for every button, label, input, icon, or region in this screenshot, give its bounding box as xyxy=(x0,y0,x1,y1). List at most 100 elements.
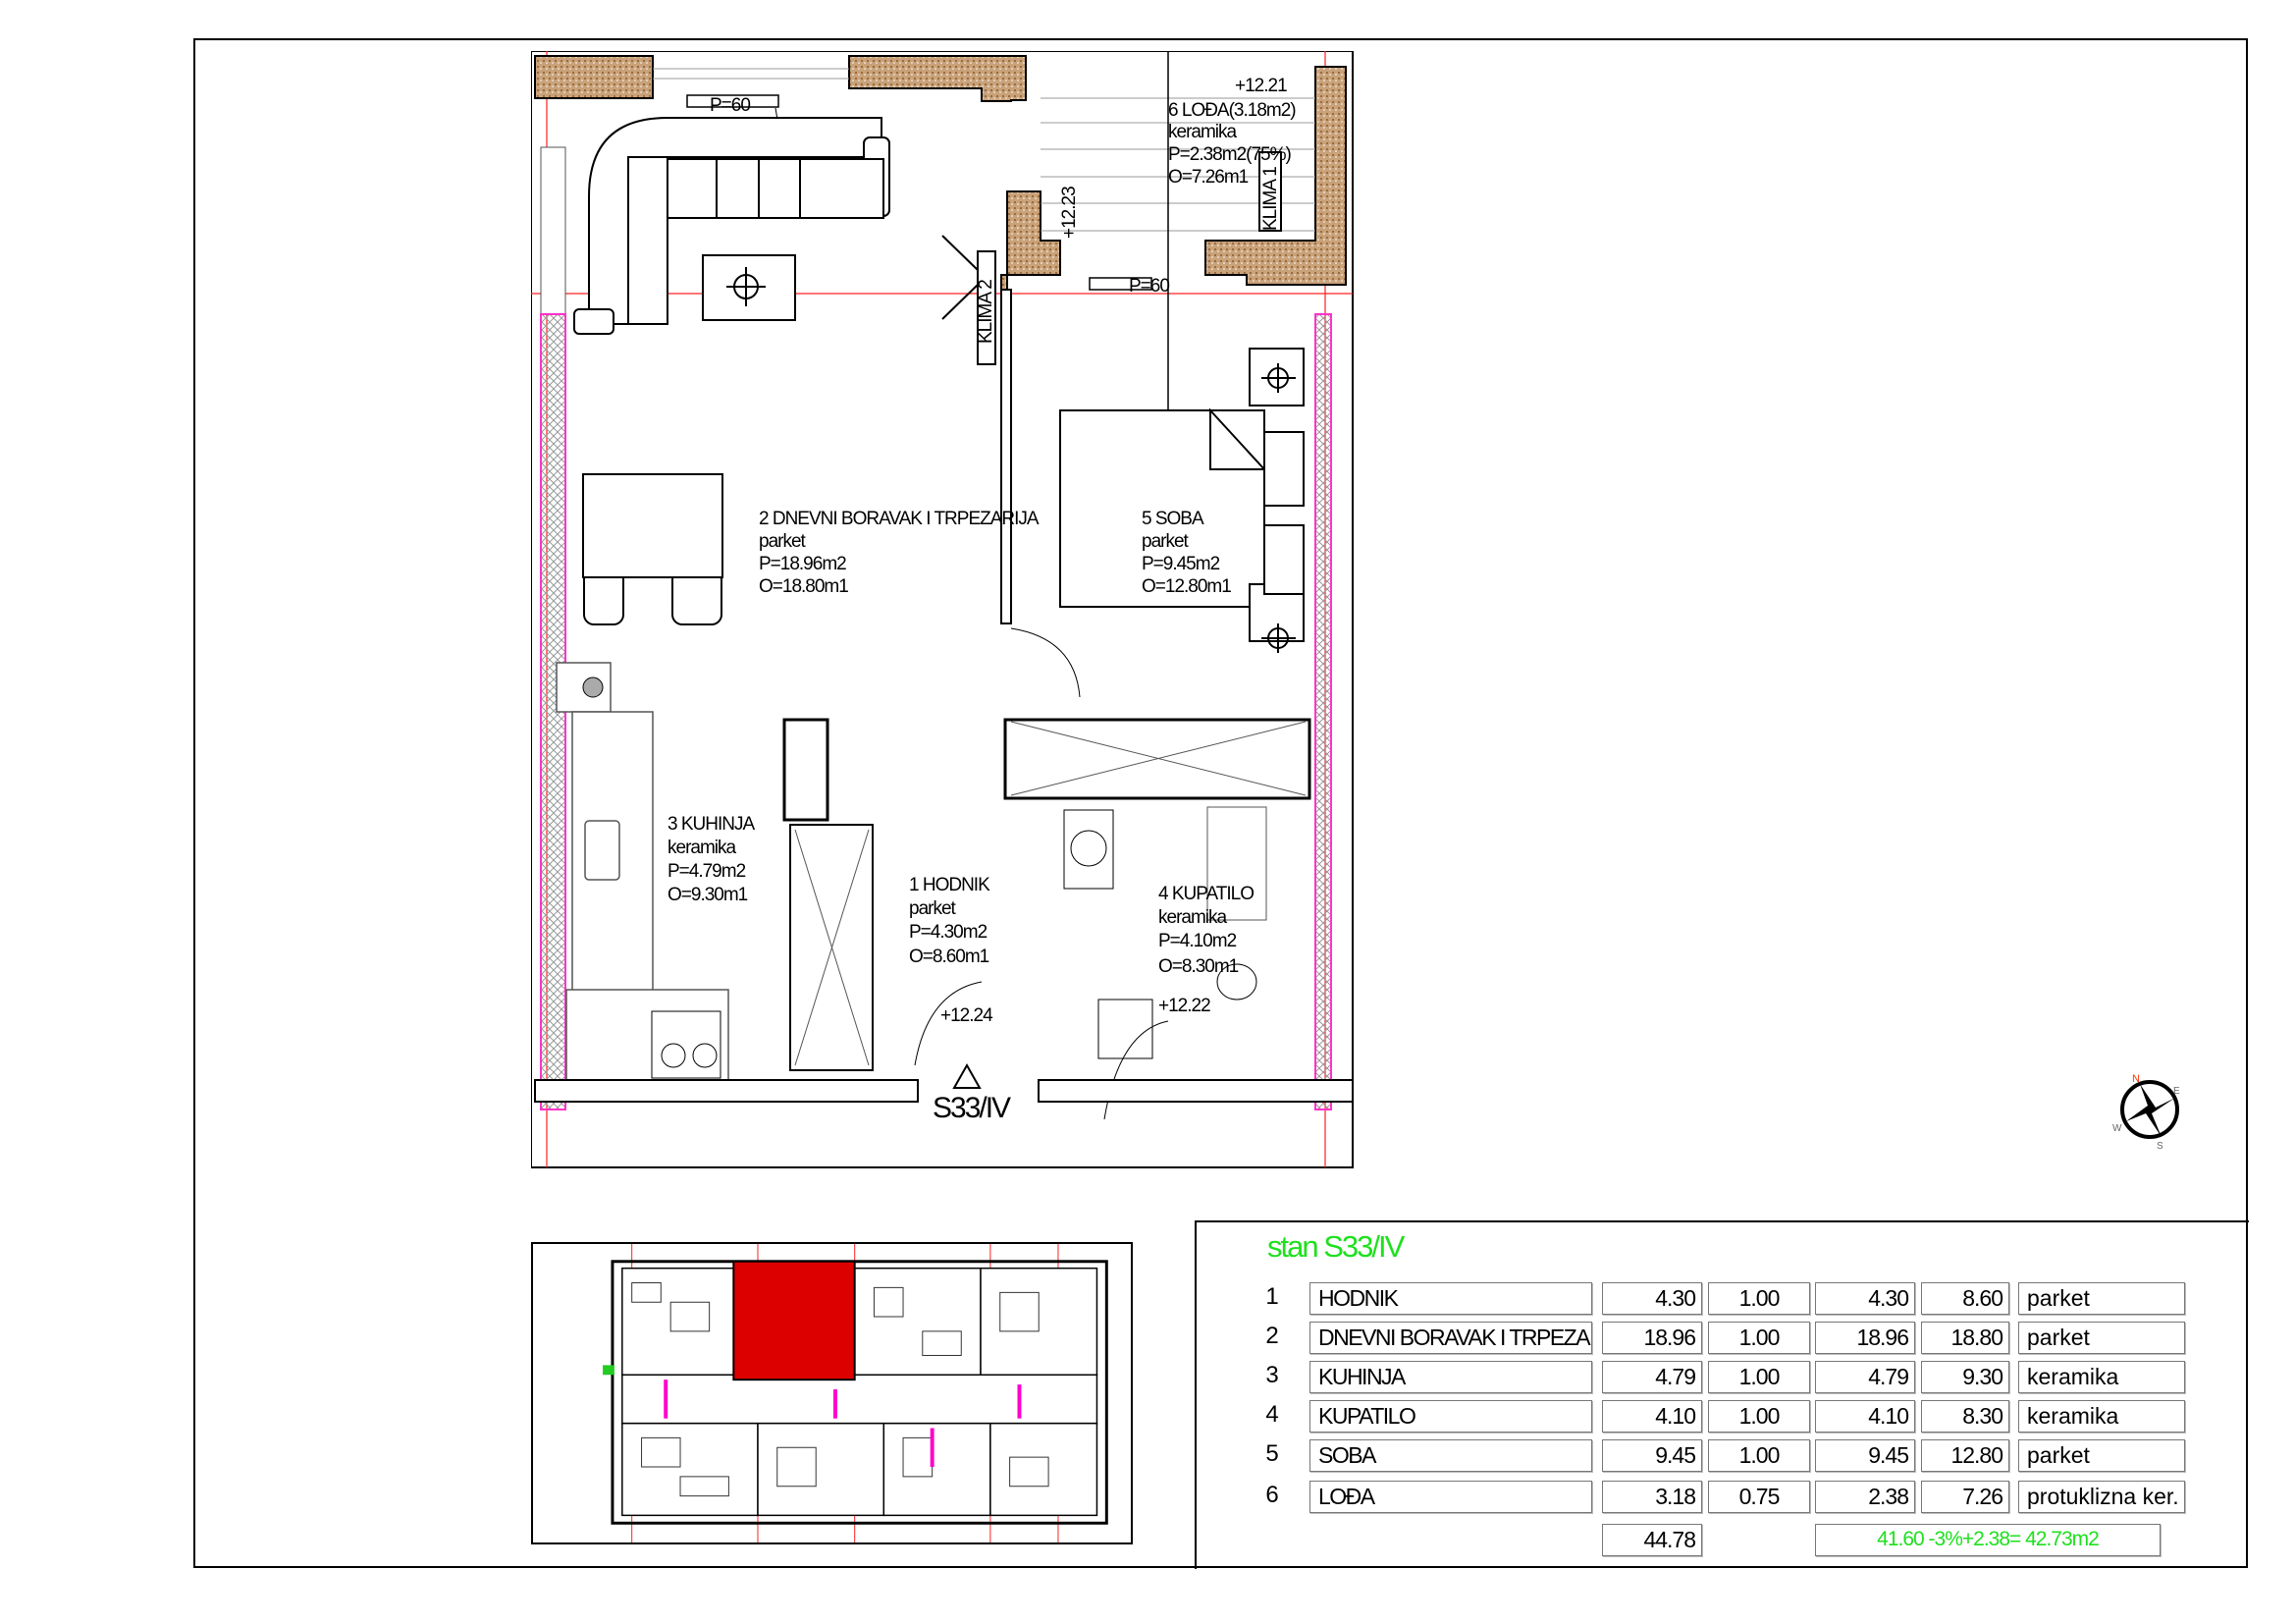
table-cell-perimeter: 8.60 xyxy=(1921,1282,2009,1315)
row-number: 3 xyxy=(1265,1362,1279,1388)
svg-text:O=8.60m1: O=8.60m1 xyxy=(909,947,989,967)
table-cell-area: 3.18 xyxy=(1602,1481,1702,1513)
svg-text:W: W xyxy=(2112,1123,2122,1134)
svg-text:4 KUPATILO: 4 KUPATILO xyxy=(1158,884,1254,904)
table-cell-perimeter: 7.26 xyxy=(1921,1481,2009,1513)
table-cell-coef: 1.00 xyxy=(1708,1361,1810,1393)
svg-text:O=18.80m1: O=18.80m1 xyxy=(759,576,848,597)
table-cell-net: 4.79 xyxy=(1815,1361,1915,1393)
bathroom-sink xyxy=(1097,999,1153,1059)
row-number: 1 xyxy=(1265,1283,1279,1310)
insulation-wall-right xyxy=(1314,313,1332,1110)
svg-text:N: N xyxy=(2132,1073,2140,1085)
highlighted-apartment xyxy=(732,1260,856,1381)
dining-table xyxy=(582,473,723,625)
svg-text:S: S xyxy=(2157,1141,2163,1149)
table-cell-net: 4.10 xyxy=(1815,1400,1915,1433)
svg-text:P=4.79m2: P=4.79m2 xyxy=(667,861,746,882)
svg-text:O=8.30m1: O=8.30m1 xyxy=(1158,956,1239,977)
table-cell-name: KUPATILO xyxy=(1309,1400,1592,1433)
svg-text:5 SOBA: 5 SOBA xyxy=(1142,509,1204,529)
table-cell-floor: keramika xyxy=(2018,1361,2185,1393)
table-cell-coef: 1.00 xyxy=(1708,1400,1810,1433)
shower xyxy=(1206,806,1267,921)
table-cell-coef: 1.00 xyxy=(1708,1439,1810,1472)
table-cell-area: 4.79 xyxy=(1602,1361,1702,1393)
svg-text:3 KUHINJA: 3 KUHINJA xyxy=(667,814,755,835)
table-cell-floor: parket xyxy=(2018,1322,2185,1354)
table-cell-name: HODNIK xyxy=(1309,1282,1592,1315)
table-cell-floor: protuklizna ker. xyxy=(2018,1481,2185,1513)
table-title: stan S33/IV xyxy=(1267,1229,1405,1264)
sofa xyxy=(573,117,890,335)
klima-1-unit xyxy=(1258,151,1282,232)
table-cell-name: DNEVNI BORAVAK I TRPEZARIJA xyxy=(1309,1322,1592,1354)
klima-2-unit xyxy=(977,250,996,365)
svg-text:parket: parket xyxy=(1142,531,1190,552)
table-cell-perimeter: 8.30 xyxy=(1921,1400,2009,1433)
north-arrow-compass: N E S W xyxy=(2112,1073,2180,1149)
toilet xyxy=(1216,963,1257,1001)
table-cell-perimeter: 9.30 xyxy=(1921,1361,2009,1393)
svg-text:keramika: keramika xyxy=(1158,907,1228,928)
svg-text:P=4.10m2: P=4.10m2 xyxy=(1158,931,1237,951)
row-number: 5 xyxy=(1265,1440,1279,1467)
svg-text:P=4.30m2: P=4.30m2 xyxy=(909,922,988,943)
unit-marker-icon xyxy=(952,1062,982,1089)
svg-text:P=2.38m2(75%): P=2.38m2(75%) xyxy=(1168,144,1291,165)
table-cell-net: 2.38 xyxy=(1815,1481,1915,1513)
table-cell-floor: parket xyxy=(2018,1439,2185,1472)
row-number: 2 xyxy=(1265,1323,1279,1349)
table-cell-coef: 1.00 xyxy=(1708,1322,1810,1354)
svg-text:1 HODNIK: 1 HODNIK xyxy=(909,875,990,895)
svg-text:+12.22: +12.22 xyxy=(1158,996,1210,1016)
table-cell-coef: 0.75 xyxy=(1708,1481,1810,1513)
table-cell-net: 4.30 xyxy=(1815,1282,1915,1315)
svg-text:parket: parket xyxy=(759,531,807,552)
svg-text:+12.23: +12.23 xyxy=(1059,187,1080,239)
total-area: 44.78 xyxy=(1602,1524,1702,1556)
fridge xyxy=(782,718,829,822)
svg-text:P=18.96m2: P=18.96m2 xyxy=(759,554,846,574)
svg-text:O=9.30m1: O=9.30m1 xyxy=(667,885,748,905)
svg-text:P=60: P=60 xyxy=(1129,276,1169,297)
table-cell-area: 4.30 xyxy=(1602,1282,1702,1315)
floor-plan: KLIMA 1 P=60 P=60 KLIMA 2 xyxy=(531,51,1354,1168)
table-cell-area: 9.45 xyxy=(1602,1439,1702,1472)
table-cell-area: 4.10 xyxy=(1602,1400,1702,1433)
svg-text:KLIMA 1: KLIMA 1 xyxy=(1260,167,1281,231)
table-cell-name: KUHINJA xyxy=(1309,1361,1592,1393)
svg-text:parket: parket xyxy=(909,898,957,919)
table-cell-perimeter: 12.80 xyxy=(1921,1439,2009,1472)
svg-text:keramika: keramika xyxy=(1168,122,1238,142)
svg-text:6 LOĐA(3.18m2): 6 LOĐA(3.18m2) xyxy=(1168,100,1296,121)
svg-text:2 DNEVNI BORAVAK I TRPEZARIJA: 2 DNEVNI BORAVAK I TRPEZARIJA xyxy=(759,509,1040,529)
table-cell-name: SOBA xyxy=(1309,1439,1592,1472)
svg-text:KLIMA 2: KLIMA 2 xyxy=(976,280,996,344)
area-table xyxy=(1195,1220,2249,1569)
wall-loggia xyxy=(1204,66,1347,286)
svg-text:+12.21: +12.21 xyxy=(1235,76,1287,96)
bed xyxy=(1059,348,1305,642)
svg-text:O=7.26m1: O=7.26m1 xyxy=(1168,167,1249,188)
building-key-plan xyxy=(531,1242,1133,1544)
row-number: 4 xyxy=(1265,1401,1279,1428)
svg-text:P=9.45m2: P=9.45m2 xyxy=(1142,554,1220,574)
table-cell-net: 18.96 xyxy=(1815,1322,1915,1354)
svg-text:O=12.80m1: O=12.80m1 xyxy=(1142,576,1231,597)
svg-text:E: E xyxy=(2173,1086,2180,1097)
wall-top-left xyxy=(534,55,654,99)
table-cell-coef: 1.00 xyxy=(1708,1282,1810,1315)
row-number: 6 xyxy=(1265,1482,1279,1508)
table-cell-floor: keramika xyxy=(2018,1400,2185,1433)
table-cell-perimeter: 18.80 xyxy=(1921,1322,2009,1354)
washing-machine xyxy=(1063,809,1114,890)
table-cell-net: 9.45 xyxy=(1815,1439,1915,1472)
table-cell-area: 18.96 xyxy=(1602,1322,1702,1354)
window-p60 xyxy=(686,94,779,108)
table-cell-floor: parket xyxy=(2018,1282,2185,1315)
svg-text:S33/IV: S33/IV xyxy=(933,1092,1011,1124)
svg-text:P=60: P=60 xyxy=(710,95,750,116)
drawing-sheet-border xyxy=(193,38,2248,1568)
svg-text:keramika: keramika xyxy=(667,838,737,858)
